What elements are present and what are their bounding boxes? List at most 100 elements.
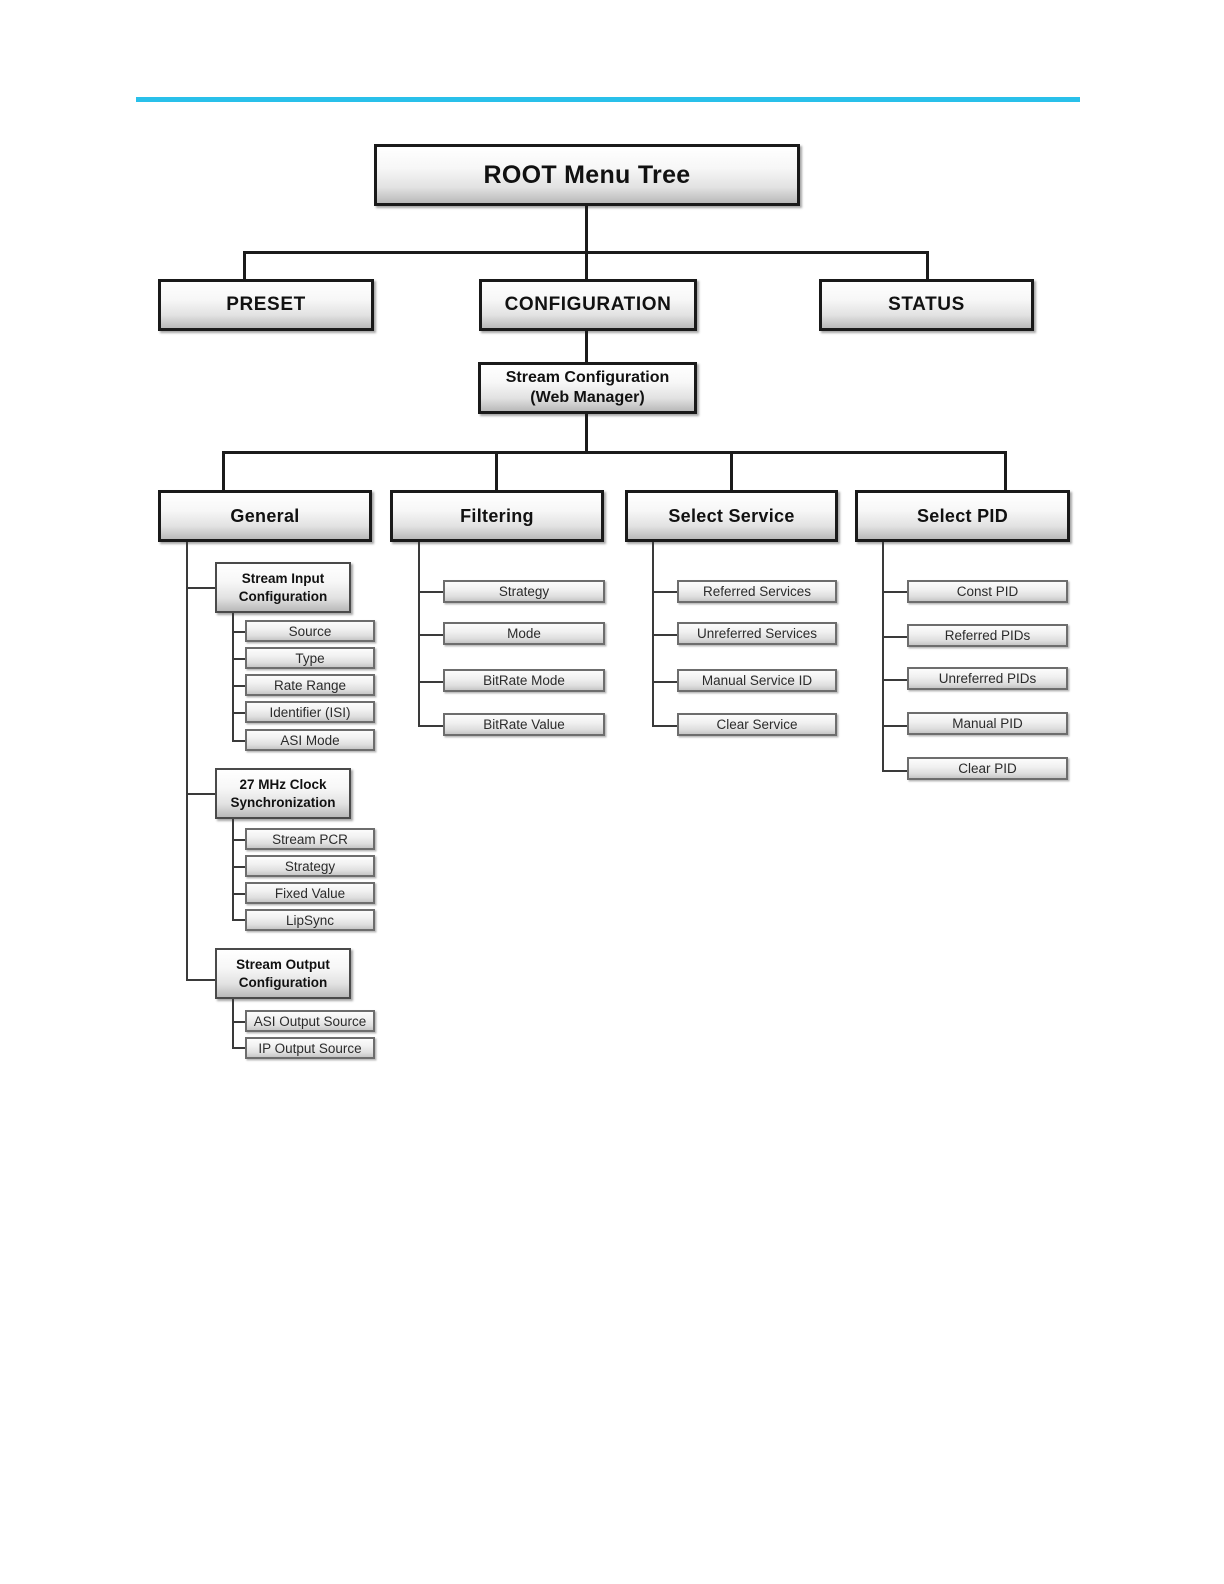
node-label: BitRate Mode <box>483 673 565 688</box>
node-label: Select PID <box>916 505 1009 526</box>
connector-stub-ip-output-source <box>232 1047 246 1049</box>
node-bitrate-mode[interactable]: BitRate Mode <box>443 669 605 692</box>
node-label: BitRate Value <box>483 717 565 732</box>
connector-drop-status <box>926 251 929 279</box>
node-strategy-clock[interactable]: Strategy <box>245 855 375 877</box>
node-label: STATUS <box>888 294 965 315</box>
node-general[interactable]: General <box>158 490 372 542</box>
node-manual-service-id[interactable]: Manual Service ID <box>677 669 837 692</box>
node-label: ROOT Menu Tree <box>483 160 691 189</box>
connector-stub-clear-service <box>652 725 678 727</box>
connector-drop-general <box>222 451 225 492</box>
connector-drop-configuration <box>585 251 588 279</box>
node-label: Clear PID <box>958 761 1017 776</box>
node-unreferred-services[interactable]: Unreferred Services <box>677 622 837 645</box>
node-label: Fixed Value <box>274 885 346 901</box>
connector-general-to-stream-output <box>186 979 217 981</box>
connector-stub-identifier <box>232 712 246 714</box>
node-identifier-isi[interactable]: Identifier (ISI) <box>245 701 375 723</box>
node-label: Stream Input Configuration <box>239 570 327 605</box>
node-label: General <box>230 505 300 526</box>
node-const-pid[interactable]: Const PID <box>907 580 1068 603</box>
node-label-line1: Stream Input <box>241 570 325 586</box>
node-clear-service[interactable]: Clear Service <box>677 713 837 736</box>
node-ip-output-source[interactable]: IP Output Source <box>245 1037 375 1059</box>
node-clear-pid[interactable]: Clear PID <box>907 757 1068 780</box>
connector-stub-referred-pids <box>882 636 908 638</box>
node-label: Rate Range <box>273 677 347 693</box>
node-type[interactable]: Type <box>245 647 375 669</box>
connector-stub-asi-mode <box>232 740 246 742</box>
connector-root-to-bus <box>585 206 588 253</box>
node-label: Stream Configuration (Web Manager) <box>506 368 670 408</box>
node-root-menu-tree[interactable]: ROOT Menu Tree <box>374 144 800 206</box>
node-preset[interactable]: PRESET <box>158 279 374 331</box>
node-select-pid[interactable]: Select PID <box>855 490 1070 542</box>
node-label: ASI Output Source <box>253 1013 367 1029</box>
node-label: LipSync <box>285 912 335 928</box>
node-select-service[interactable]: Select Service <box>625 490 838 542</box>
connector-drop-filtering <box>495 451 498 492</box>
node-lipsync[interactable]: LipSync <box>245 909 375 931</box>
node-label: Clear Service <box>716 717 798 732</box>
connector-drop-preset <box>243 251 246 279</box>
node-label: Strategy <box>498 584 550 599</box>
connector-stub-type <box>232 658 246 660</box>
node-rate-range[interactable]: Rate Range <box>245 674 375 696</box>
node-filtering-mode[interactable]: Mode <box>443 622 605 645</box>
node-source[interactable]: Source <box>245 620 375 642</box>
node-manual-pid[interactable]: Manual PID <box>907 712 1068 735</box>
connector-stream-output-trunk <box>232 999 234 1048</box>
connector-stub-unreferred-pids <box>882 679 908 681</box>
node-27mhz-clock-synchronization[interactable]: 27 MHz Clock Synchronization <box>215 768 351 819</box>
node-label-line2: Synchronization <box>230 794 336 810</box>
connector-stub-lipsync <box>232 919 246 921</box>
node-stream-pcr[interactable]: Stream PCR <box>245 828 375 850</box>
connector-stub-bitrate-value <box>418 725 444 727</box>
node-referred-services[interactable]: Referred Services <box>677 580 837 603</box>
node-label-line1: 27 MHz Clock <box>239 776 327 792</box>
node-stream-configuration[interactable]: Stream Configuration (Web Manager) <box>478 362 697 414</box>
node-label: Manual PID <box>952 716 1023 731</box>
connector-stream-input-trunk <box>232 613 234 742</box>
node-filtering[interactable]: Filtering <box>390 490 604 542</box>
connector-select-pid-trunk <box>882 542 884 772</box>
node-label: Source <box>288 623 332 639</box>
connector-stub-stream-pcr <box>232 839 246 841</box>
node-label: Select Service <box>668 505 795 526</box>
node-status[interactable]: STATUS <box>819 279 1034 331</box>
node-unreferred-pids[interactable]: Unreferred PIDs <box>907 667 1068 690</box>
connector-stub-asi-output-source <box>232 1021 246 1023</box>
node-label-line1: Stream Output <box>236 956 330 972</box>
node-label: IP Output Source <box>258 1040 362 1056</box>
node-stream-input-configuration[interactable]: Stream Input Configuration <box>215 562 351 613</box>
connector-stream-config-to-bus <box>585 414 588 453</box>
connector-stub-const-pid <box>882 591 908 593</box>
node-fixed-value[interactable]: Fixed Value <box>245 882 375 904</box>
connector-stub-strategy-filter <box>418 591 444 593</box>
connector-general-to-stream-input <box>186 587 217 589</box>
header-accent-rule <box>136 97 1080 102</box>
connector-clock-sync-trunk <box>232 819 234 920</box>
node-label: ASI Mode <box>280 732 340 748</box>
node-configuration[interactable]: CONFIGURATION <box>479 279 697 331</box>
node-label: Referred Services <box>702 584 812 599</box>
node-filtering-strategy[interactable]: Strategy <box>443 580 605 603</box>
node-bitrate-value[interactable]: BitRate Value <box>443 713 605 736</box>
connector-stub-strategy-clock <box>232 866 246 868</box>
node-asi-output-source[interactable]: ASI Output Source <box>245 1010 375 1032</box>
node-label: Manual Service ID <box>701 673 813 688</box>
node-asi-mode[interactable]: ASI Mode <box>245 729 375 751</box>
node-label: Filtering <box>460 505 534 526</box>
connector-stub-referred-services <box>652 591 678 593</box>
node-label: Unreferred PIDs <box>938 671 1037 686</box>
node-stream-output-configuration[interactable]: Stream Output Configuration <box>215 948 351 999</box>
node-label: Type <box>295 650 325 666</box>
connector-stub-mode <box>418 634 444 636</box>
node-label: Stream PCR <box>272 831 348 847</box>
connector-general-to-clock-sync <box>186 793 217 795</box>
node-label: Identifier (ISI) <box>269 704 351 720</box>
node-referred-pids[interactable]: Referred PIDs <box>907 624 1068 647</box>
connector-stub-clear-pid <box>882 770 908 772</box>
